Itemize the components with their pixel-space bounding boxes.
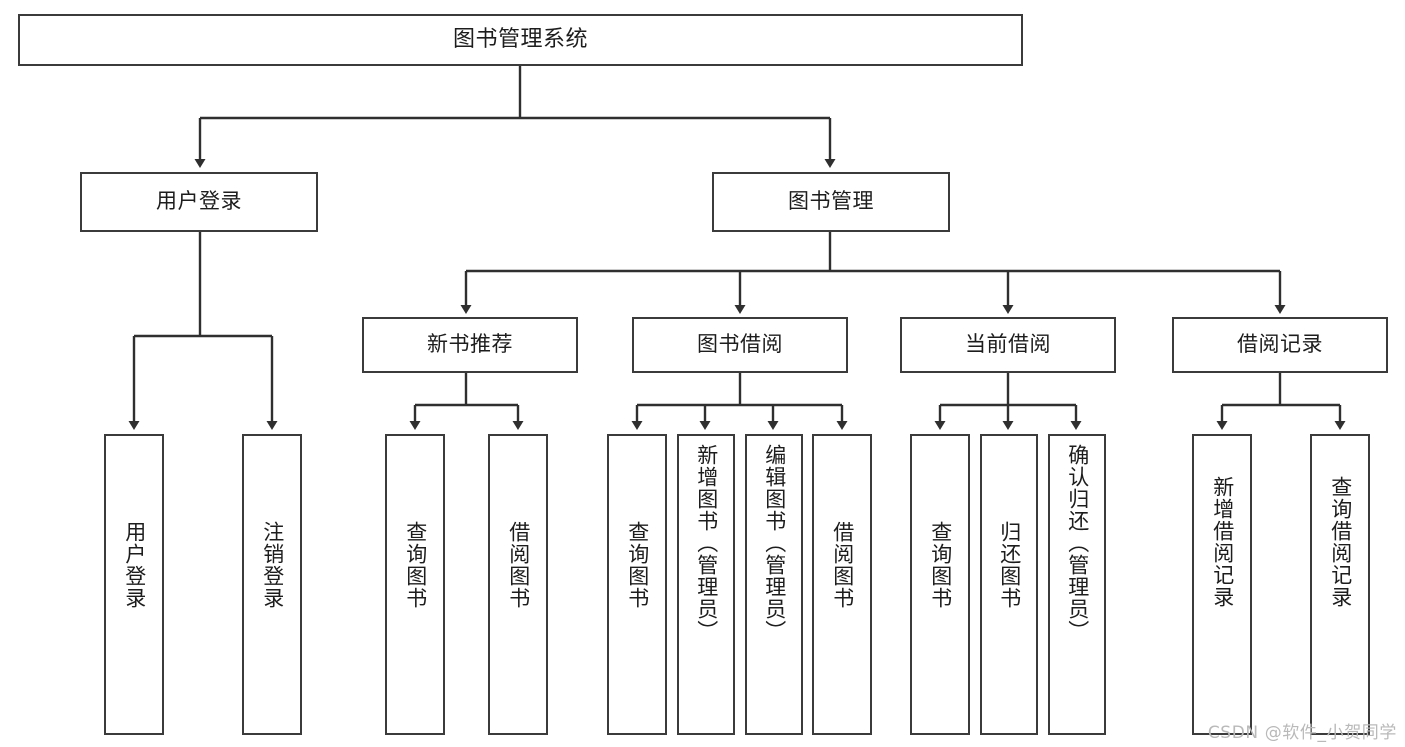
node-leaf-edit-book[interactable]: 编辑图书（管理员）	[745, 434, 803, 735]
node-leaf-add-record[interactable]: 新增借阅记录	[1192, 434, 1252, 735]
node-leaf-borrow-book-2[interactable]: 借阅图书	[812, 434, 872, 735]
node-borrow-record[interactable]: 借阅记录	[1172, 317, 1388, 373]
node-book-borrow[interactable]: 图书借阅	[632, 317, 848, 373]
node-leaf-query-book-1-label: 查询图书	[403, 521, 428, 609]
node-leaf-return-book-label: 归还图书	[997, 521, 1022, 609]
node-leaf-add-book-label: 新增图书（管理员）	[694, 444, 719, 642]
node-leaf-query-book-3[interactable]: 查询图书	[910, 434, 970, 735]
node-leaf-add-book[interactable]: 新增图书（管理员）	[677, 434, 735, 735]
node-leaf-user-logout-label: 注销登录	[260, 521, 285, 609]
node-root-label: 图书管理系统	[452, 26, 588, 52]
node-current-borrow[interactable]: 当前借阅	[900, 317, 1116, 373]
node-leaf-borrow-book-1[interactable]: 借阅图书	[488, 434, 548, 735]
node-leaf-return-book[interactable]: 归还图书	[980, 434, 1038, 735]
node-leaf-query-book-1[interactable]: 查询图书	[385, 434, 445, 735]
node-leaf-query-record[interactable]: 查询借阅记录	[1310, 434, 1370, 735]
node-new-book-recommend[interactable]: 新书推荐	[362, 317, 578, 373]
node-book-borrow-label: 图书借阅	[697, 332, 783, 357]
node-leaf-borrow-book-2-label: 借阅图书	[830, 521, 855, 609]
node-leaf-user-logout[interactable]: 注销登录	[242, 434, 302, 735]
node-current-borrow-label: 当前借阅	[965, 332, 1051, 357]
node-user-login-label: 用户登录	[156, 189, 242, 214]
node-leaf-user-login[interactable]: 用户登录	[104, 434, 164, 735]
node-borrow-record-label: 借阅记录	[1237, 332, 1323, 357]
node-leaf-query-book-2-label: 查询图书	[625, 521, 650, 609]
node-leaf-confirm-return-label: 确认归还（管理员）	[1065, 444, 1090, 642]
node-root[interactable]: 图书管理系统	[18, 14, 1023, 66]
node-leaf-borrow-book-1-label: 借阅图书	[506, 521, 531, 609]
node-leaf-query-record-label: 查询借阅记录	[1328, 476, 1353, 608]
node-leaf-edit-book-label: 编辑图书（管理员）	[762, 444, 787, 642]
node-user-login[interactable]: 用户登录	[80, 172, 318, 232]
node-book-manage[interactable]: 图书管理	[712, 172, 950, 232]
node-leaf-user-login-label: 用户登录	[122, 521, 147, 609]
node-leaf-confirm-return[interactable]: 确认归还（管理员）	[1048, 434, 1106, 735]
node-new-book-recommend-label: 新书推荐	[427, 332, 513, 357]
csdn-watermark: CSDN @软件_小贺同学	[1207, 723, 1397, 743]
node-leaf-query-book-3-label: 查询图书	[928, 521, 953, 609]
node-book-manage-label: 图书管理	[788, 189, 874, 214]
node-leaf-add-record-label: 新增借阅记录	[1210, 476, 1235, 608]
node-leaf-query-book-2[interactable]: 查询图书	[607, 434, 667, 735]
